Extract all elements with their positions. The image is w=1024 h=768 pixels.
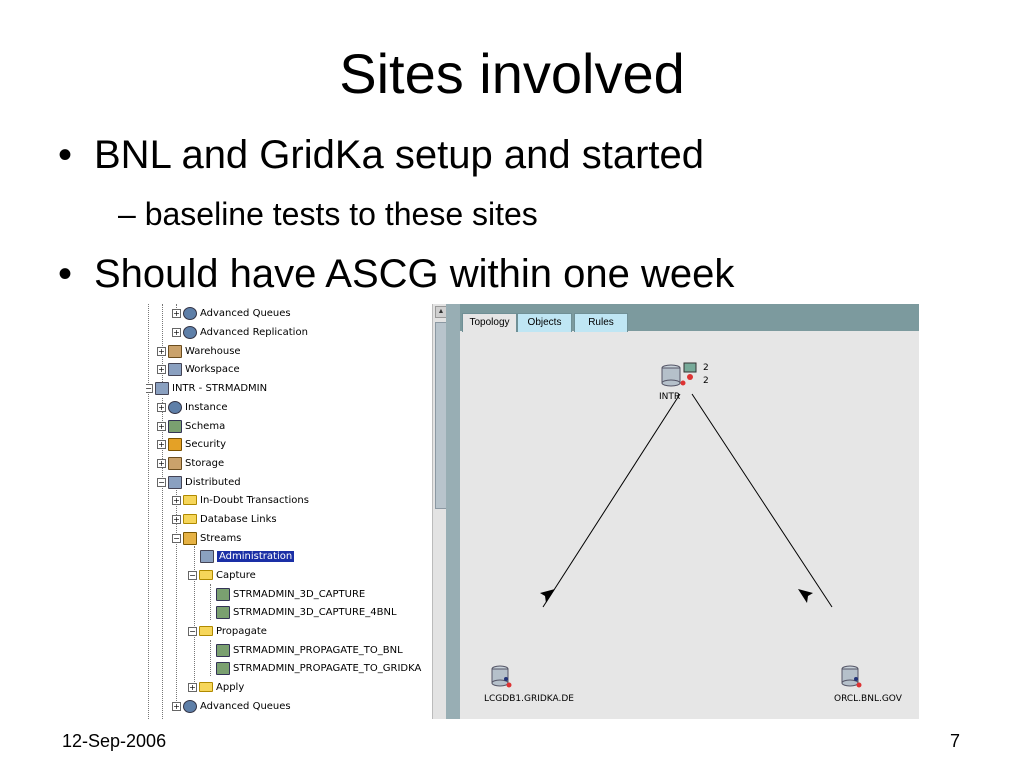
node-gridka[interactable] bbox=[491, 665, 512, 688]
capture-badge-icon bbox=[687, 374, 693, 380]
replication-icon bbox=[183, 325, 197, 339]
tab-topology[interactable]: Topology bbox=[462, 313, 517, 332]
node-bnl[interactable] bbox=[841, 665, 862, 688]
arrowhead-gridka bbox=[540, 589, 555, 603]
storage-icon bbox=[168, 456, 182, 470]
collapse-icon[interactable]: − bbox=[188, 570, 197, 580]
tree-item-capture-3d-4bnl[interactable]: STRMADMIN_3D_CAPTURE_4BNL bbox=[216, 604, 397, 620]
bullet-2: • Should have ASCG within one week bbox=[58, 250, 734, 298]
instance-icon bbox=[168, 400, 182, 414]
expand-icon[interactable]: + bbox=[157, 439, 166, 449]
expand-icon[interactable]: + bbox=[188, 682, 197, 692]
tree-item-capture[interactable]: − Capture bbox=[188, 569, 256, 581]
bullet-1-text: BNL and GridKa setup and started bbox=[94, 133, 704, 177]
tree-scrollbar[interactable]: ▲ bbox=[432, 304, 447, 719]
node-intr[interactable] bbox=[661, 362, 697, 387]
tree-item-apply[interactable]: + Apply bbox=[188, 681, 245, 693]
streams-icon bbox=[183, 531, 197, 545]
bullet-1: • BNL and GridKa setup and started bbox=[58, 131, 704, 179]
tab-bar: Topology Objects Rules bbox=[460, 304, 919, 332]
expand-icon[interactable]: + bbox=[172, 514, 181, 524]
collapse-icon[interactable]: − bbox=[188, 626, 197, 636]
footer-date: 12-Sep-2006 bbox=[62, 731, 167, 751]
queue-icon bbox=[183, 699, 197, 713]
detail-panel: Topology Objects Rules bbox=[460, 304, 919, 719]
link-intr-to-gridka bbox=[542, 393, 681, 608]
tree-item-instance[interactable]: + Instance bbox=[157, 400, 228, 414]
folder-icon bbox=[183, 495, 197, 505]
expand-icon[interactable]: + bbox=[157, 364, 166, 374]
expand-icon[interactable]: + bbox=[157, 402, 166, 412]
process-icon bbox=[216, 587, 230, 601]
tree-item-in-doubt-transactions[interactable]: + In-Doubt Transactions bbox=[172, 494, 309, 506]
node-label-bnl: ORCL.BNL.GOV bbox=[834, 694, 902, 704]
apply-badge-icon bbox=[683, 362, 697, 373]
security-icon bbox=[168, 437, 182, 451]
arrowhead-bnl bbox=[798, 589, 813, 603]
expand-icon[interactable]: + bbox=[157, 458, 166, 468]
tree-item-workspace[interactable]: + Workspace bbox=[157, 362, 240, 376]
folder-icon bbox=[199, 682, 213, 692]
tree-item-propagate-to-bnl[interactable]: STRMADMIN_PROPAGATE_TO_BNL bbox=[216, 642, 403, 658]
node-label-intr: INTR bbox=[659, 392, 681, 402]
folder-icon bbox=[199, 626, 213, 636]
tree-item-advanced-queues-2[interactable]: + Advanced Queues bbox=[172, 699, 291, 713]
intr-badge-count-1: 2 bbox=[703, 363, 709, 373]
tab-rules[interactable]: Rules bbox=[574, 313, 628, 332]
expand-icon[interactable]: + bbox=[172, 327, 181, 337]
link-intr-to-bnl bbox=[691, 393, 833, 608]
navigator-tree: + Advanced Queues + Advanced Replication… bbox=[146, 304, 432, 719]
slide-title: Sites involved bbox=[339, 42, 685, 105]
intr-badge-count-2: 2 bbox=[703, 376, 709, 386]
queue-icon bbox=[183, 306, 197, 320]
page-number: 7 bbox=[950, 731, 961, 751]
collapse-icon[interactable]: − bbox=[146, 383, 153, 393]
tree-item-capture-3d[interactable]: STRMADMIN_3D_CAPTURE bbox=[216, 586, 365, 602]
sub-bullet-1: – baseline tests to these sites bbox=[118, 196, 538, 232]
tree-item-warehouse[interactable]: + Warehouse bbox=[157, 344, 241, 358]
tree-item-advanced-queues[interactable]: + Advanced Queues bbox=[172, 306, 291, 320]
bullet-dot: • bbox=[58, 252, 73, 296]
tree-item-propagate-to-gridka[interactable]: STRMADMIN_PROPAGATE_TO_GRIDKA bbox=[216, 660, 421, 676]
tree-item-distributed[interactable]: − Distributed bbox=[157, 475, 241, 489]
folder-icon bbox=[183, 514, 197, 524]
administration-icon bbox=[200, 549, 214, 563]
expand-icon[interactable]: + bbox=[172, 308, 181, 318]
tree-item-storage[interactable]: + Storage bbox=[157, 456, 225, 470]
tab-objects[interactable]: Objects bbox=[517, 313, 572, 332]
expand-icon[interactable]: + bbox=[157, 346, 166, 356]
database-icon bbox=[155, 381, 169, 395]
tree-item-intr-strmadmin[interactable]: − INTR - STRMADMIN bbox=[146, 381, 268, 395]
tree-item-administration[interactable]: Administration bbox=[200, 548, 295, 564]
process-icon bbox=[216, 643, 230, 657]
warehouse-icon bbox=[168, 344, 182, 358]
schema-icon bbox=[168, 419, 182, 433]
tree-item-propagate[interactable]: − Propagate bbox=[188, 625, 267, 637]
distributed-icon bbox=[168, 475, 182, 489]
bullet-2-text: Should have ASCG within one week bbox=[94, 252, 735, 296]
expand-icon[interactable]: + bbox=[172, 701, 181, 711]
tree-item-streams[interactable]: − Streams bbox=[172, 531, 242, 545]
collapse-icon[interactable]: − bbox=[157, 477, 166, 487]
oem-screenshot: + Advanced Queues + Advanced Replication… bbox=[146, 304, 919, 719]
bullet-dot: • bbox=[58, 133, 73, 177]
tree-item-schema[interactable]: + Schema bbox=[157, 419, 226, 433]
node-label-gridka: LCGDB1.GRIDKA.DE bbox=[484, 694, 574, 704]
workspace-icon bbox=[168, 362, 182, 376]
tree-item-database-links[interactable]: + Database Links bbox=[172, 513, 277, 525]
process-icon bbox=[216, 605, 230, 619]
tree-item-security[interactable]: + Security bbox=[157, 437, 227, 451]
topology-diagram bbox=[491, 362, 862, 688]
expand-icon[interactable]: + bbox=[172, 495, 181, 505]
collapse-icon[interactable]: − bbox=[172, 533, 181, 543]
folder-icon bbox=[199, 570, 213, 580]
tree-item-advanced-replication[interactable]: + Advanced Replication bbox=[172, 325, 308, 339]
process-icon bbox=[216, 661, 230, 675]
pane-splitter[interactable] bbox=[446, 304, 460, 719]
expand-icon[interactable]: + bbox=[157, 421, 166, 431]
